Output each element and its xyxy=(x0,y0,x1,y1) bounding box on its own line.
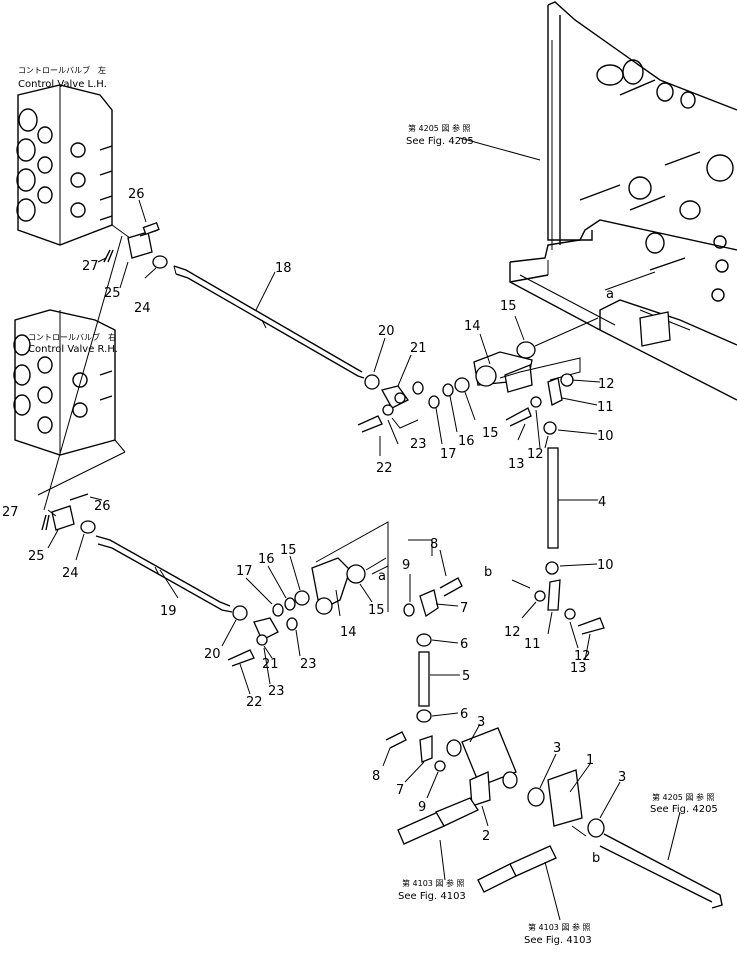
part-number: 2 xyxy=(482,829,490,844)
control-valve-lh xyxy=(16,84,131,246)
cable-links xyxy=(397,797,557,893)
rod-18 xyxy=(173,265,365,379)
part-number: 21 xyxy=(262,657,279,672)
part-number: 9 xyxy=(418,800,426,815)
upper-clevis-group xyxy=(43,221,168,511)
part-number: 18 xyxy=(275,261,292,276)
part-number: 27 xyxy=(2,505,19,520)
ref-4103-a-label: See Fig. 4103 xyxy=(398,891,466,902)
part-number: 4 xyxy=(598,495,606,510)
part-number: 25 xyxy=(104,286,121,301)
part-number: 11 xyxy=(597,400,614,415)
part-number: 13 xyxy=(570,661,587,676)
part-number: 14 xyxy=(464,319,481,334)
ref-4103-a-jp: 第 4103 図 参 照 xyxy=(402,878,465,888)
part-number: 6 xyxy=(460,637,468,652)
part-number: 15 xyxy=(482,426,499,441)
part-number: 10 xyxy=(597,558,614,573)
part-number: 19 xyxy=(160,604,177,619)
ref-4205-bot-jp: 第 4205 図 参 照 xyxy=(652,792,715,802)
cv-lh-label: Control Valve L.H. xyxy=(18,79,107,90)
part-number: 12 xyxy=(527,447,544,462)
part-number: 20 xyxy=(204,647,221,662)
part-number: 16 xyxy=(458,434,475,449)
part-number: 23 xyxy=(268,684,285,699)
part-number: 9 xyxy=(402,558,410,573)
callout-texts: コントロールバルブ 左 Control Valve L.H. コントロールバルブ… xyxy=(18,65,718,946)
control-valve-rh xyxy=(13,309,126,496)
part-number: 22 xyxy=(376,461,393,476)
cv-rh-jp-label: コントロールバルブ 右 xyxy=(28,332,116,342)
part-number: 7 xyxy=(396,783,404,798)
part-number: 23 xyxy=(300,657,317,672)
part-number: 26 xyxy=(94,499,111,514)
ref-4205-top-jp: 第 4205 図 参 照 xyxy=(408,123,471,133)
letter-b-rod: b xyxy=(484,565,492,580)
letter-a-lever: a xyxy=(378,569,386,584)
cv-lh-jp-label: コントロールバルブ 左 xyxy=(18,65,106,75)
lower-clevis-group xyxy=(41,493,96,534)
part-number: 17 xyxy=(236,564,253,579)
part-number: 5 xyxy=(462,669,470,684)
part-number: 13 xyxy=(508,457,525,472)
ref-4205-bot-label: See Fig. 4205 xyxy=(650,804,718,815)
part-number: 16 xyxy=(258,552,275,567)
upper-lever-group xyxy=(357,317,599,433)
part-number: 10 xyxy=(597,429,614,444)
part-number: 8 xyxy=(430,537,438,552)
right-rod-group xyxy=(505,373,605,635)
part-number: 20 xyxy=(378,324,395,339)
part-number: 6 xyxy=(460,707,468,722)
letter-a-frame: a xyxy=(606,287,614,302)
part-number: 27 xyxy=(82,259,99,274)
part-number: 25 xyxy=(28,549,45,564)
part-number: 22 xyxy=(246,695,263,710)
ref-4103-b-label: See Fig. 4103 xyxy=(524,935,592,946)
bottom-lever-group xyxy=(385,727,723,909)
leader-lines xyxy=(47,137,681,921)
part-number: 23 xyxy=(410,437,427,452)
part-number: 3 xyxy=(477,715,485,730)
center-rod-group xyxy=(403,539,463,723)
part-number: 15 xyxy=(280,543,297,558)
part-number: 8 xyxy=(372,769,380,784)
part-number: 24 xyxy=(134,301,151,316)
part-number: 15 xyxy=(368,603,385,618)
part-number: 26 xyxy=(128,187,145,202)
part-number: 12 xyxy=(598,377,615,392)
part-number: 1 xyxy=(586,753,594,768)
part-number: 3 xyxy=(553,741,561,756)
part-number: 14 xyxy=(340,625,357,640)
rod-19 xyxy=(95,535,233,613)
part-number: 11 xyxy=(524,637,541,652)
letter-b-lever: b xyxy=(592,851,600,866)
part-number: 7 xyxy=(460,601,468,616)
ref-4103-b-jp: 第 4103 図 参 照 xyxy=(528,922,591,932)
reference-letters: a a b b xyxy=(378,287,614,866)
frame-bracket xyxy=(509,1,737,401)
cv-rh-label: Control Valve R.H. xyxy=(28,344,118,355)
part-number: 12 xyxy=(504,625,521,640)
ref-4205-top-label: See Fig. 4205 xyxy=(406,136,474,147)
part-number: 12 xyxy=(574,649,591,664)
part-number: 21 xyxy=(410,341,427,356)
part-number: 17 xyxy=(440,447,457,462)
part-number: 15 xyxy=(500,299,517,314)
part-number: 24 xyxy=(62,566,79,581)
part-number-labels: 26 27 25 24 18 20 21 14 15 12 11 15 23 1… xyxy=(2,187,626,844)
lower-lever-group xyxy=(227,521,389,667)
part-number: 3 xyxy=(618,770,626,785)
